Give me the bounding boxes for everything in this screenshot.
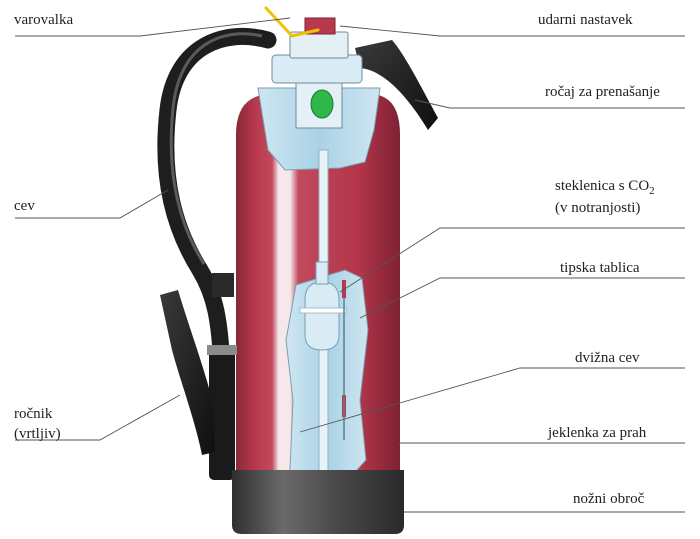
label-rocnik-line1: ročnik xyxy=(14,406,53,422)
label-steklenica: steklenica s CO2 xyxy=(555,178,655,197)
leader-udarni-nastavek xyxy=(340,26,685,36)
nozzle-clip xyxy=(212,273,234,297)
label-dvizna-cev: dvižna cev xyxy=(575,350,640,366)
label-rocnik-line2: (vrtljiv) xyxy=(14,426,61,442)
label-rocaj: ročaj za prenašanje xyxy=(545,84,660,100)
label-cev: cev xyxy=(14,198,35,214)
label-steklenica-line1: steklenica s CO xyxy=(555,178,649,194)
swivel-handle xyxy=(160,290,215,455)
label-varovalka: varovalka xyxy=(14,12,73,28)
leader-tipska-tablica xyxy=(360,278,685,318)
green-valve xyxy=(311,90,333,118)
hose-nozzle xyxy=(209,350,235,480)
label-tipska-tablica: tipska tablica xyxy=(560,260,640,276)
bottle-neck xyxy=(316,262,328,284)
base-ring xyxy=(232,470,404,534)
label-steklenica-line2: (v notranjosti) xyxy=(555,200,640,216)
leader-rocaj xyxy=(415,100,685,108)
label-jeklenka: jeklenka za prah xyxy=(547,425,647,441)
co2-bottle xyxy=(305,282,339,350)
label-steklenica-subscript: 2 xyxy=(649,185,655,197)
label-nozni-obroc: nožni obroč xyxy=(573,491,645,507)
nozzle-ring xyxy=(207,345,237,355)
label-udarni-nastavek: udarni nastavek xyxy=(538,12,633,28)
leader-cev xyxy=(15,190,168,218)
rating-plate-strip xyxy=(300,308,346,313)
extinguisher-illustration xyxy=(160,8,438,534)
